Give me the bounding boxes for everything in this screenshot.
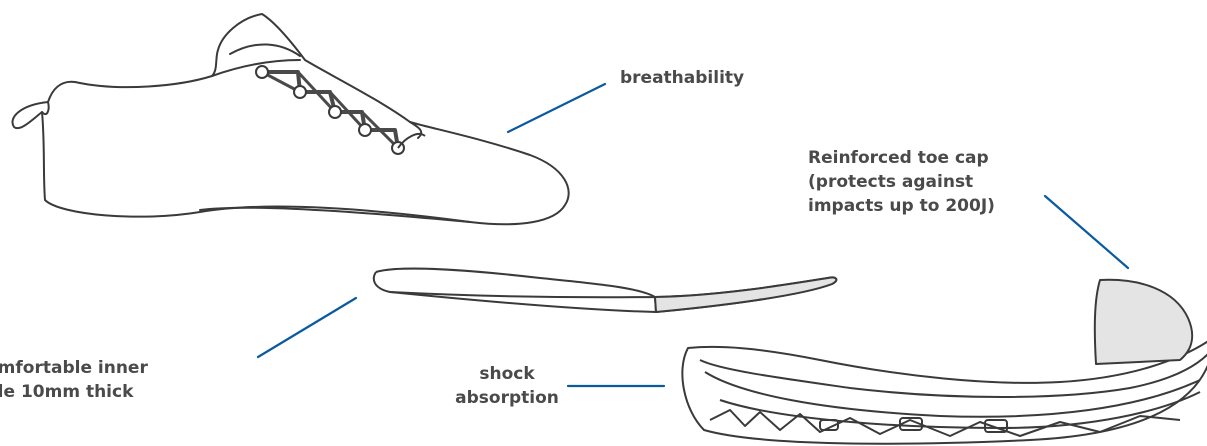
eyelet-3: [329, 106, 341, 118]
label-shock-absorption: shock absorption: [447, 362, 567, 410]
leader-line-toe-cap: [1045, 196, 1128, 268]
shoe-upper: [12, 14, 568, 224]
label-shock-line-1: shock: [447, 362, 567, 386]
label-breathability: breathability: [620, 66, 744, 90]
label-insole-line-2: ole 10mm thick: [0, 380, 148, 404]
label-insole: omfortable inner ole 10mm thick: [0, 356, 148, 404]
label-toe-cap: Reinforced toe cap (protects against imp…: [808, 146, 995, 218]
eyelet-1: [256, 66, 268, 78]
label-insole-line-1: omfortable inner: [0, 356, 148, 380]
label-toe-cap-line-1: Reinforced toe cap: [808, 146, 995, 170]
insole: [374, 269, 837, 312]
leader-line-breathability: [508, 84, 605, 132]
toe-cap: [1095, 280, 1192, 364]
label-toe-cap-line-2: (protects against: [808, 170, 995, 194]
label-shock-line-2: absorption: [447, 386, 567, 410]
eyelet-4: [359, 124, 371, 136]
eyelet-2: [294, 86, 306, 98]
leader-line-insole: [258, 298, 356, 357]
label-toe-cap-line-3: impacts up to 200J): [808, 194, 995, 218]
